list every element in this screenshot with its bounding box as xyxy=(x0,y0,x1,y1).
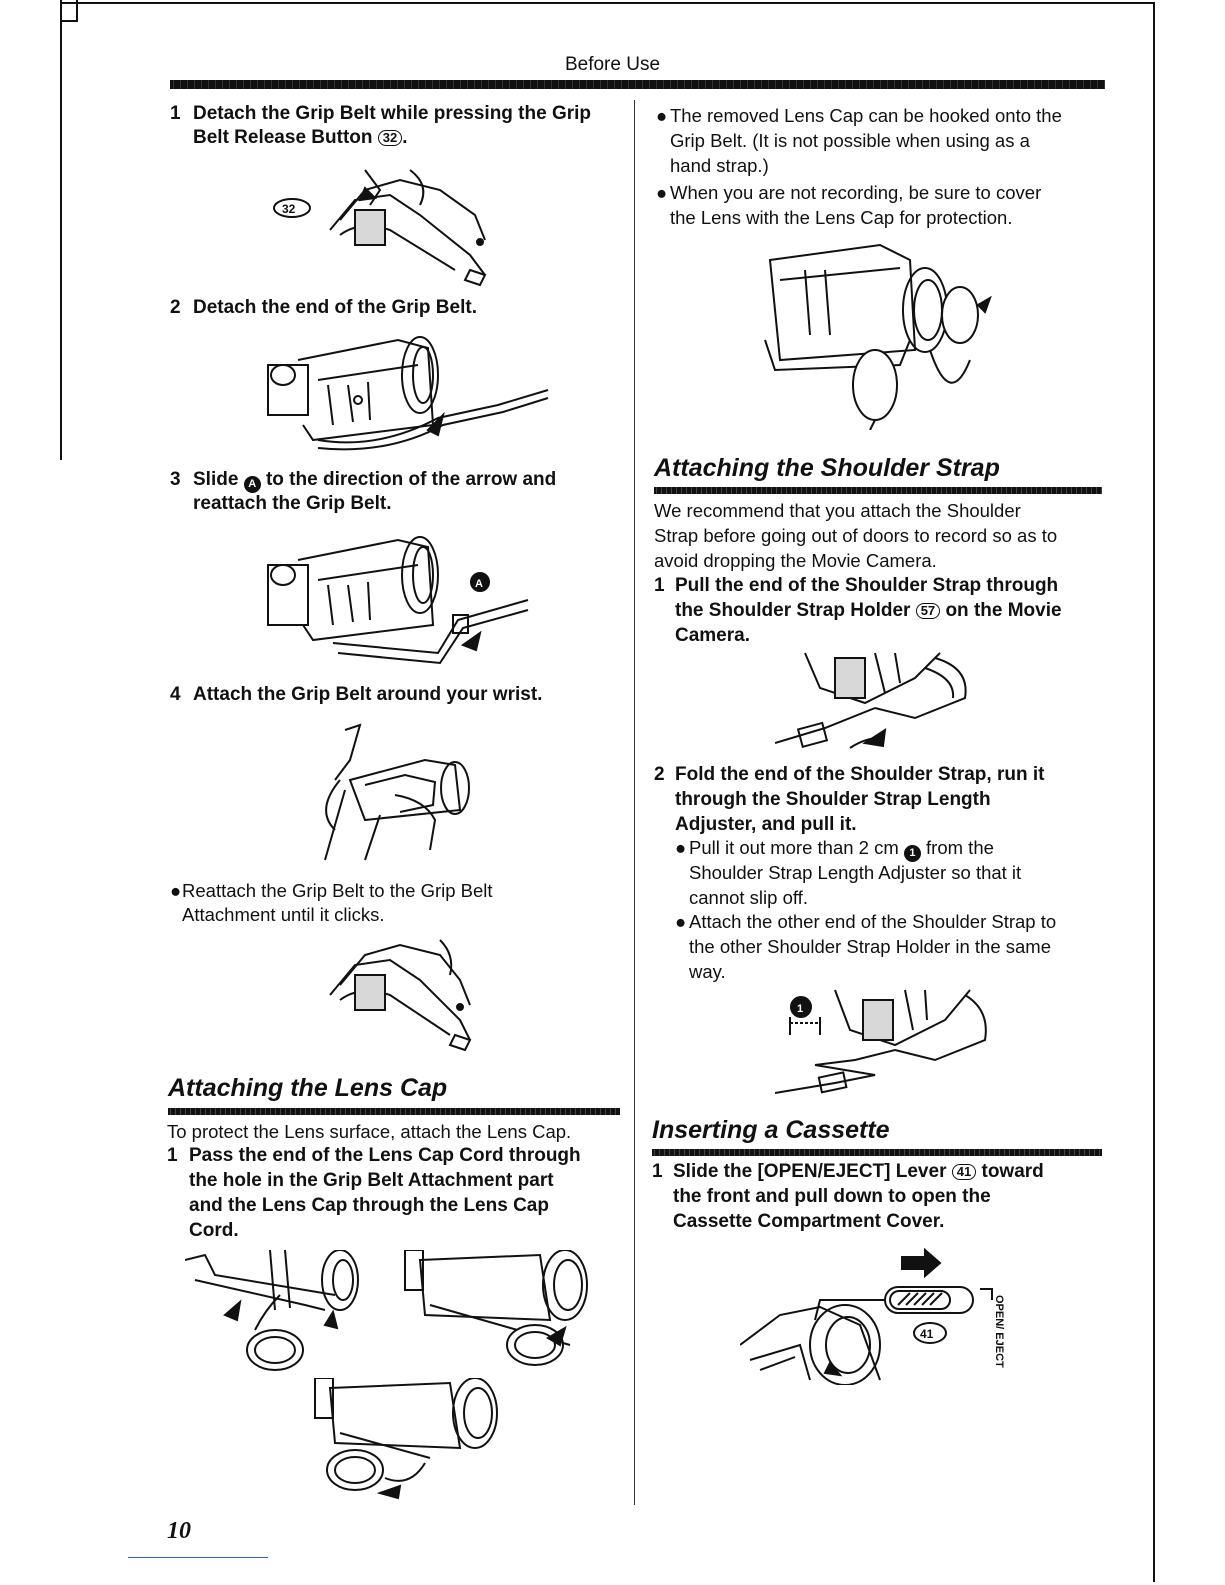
lens-cap-cover-illustration xyxy=(764,243,992,430)
page-right-border xyxy=(1153,2,1155,1582)
running-header: Before Use xyxy=(564,54,661,75)
camera-detach-illustration xyxy=(267,336,549,451)
binding-line xyxy=(60,20,62,460)
ref-badge: 41 xyxy=(951,1164,977,1180)
ref-badge: 57 xyxy=(915,603,941,619)
column-divider xyxy=(634,100,635,1505)
camera-reattach-illustration: A xyxy=(267,536,529,665)
lens-cap-rule xyxy=(168,1108,620,1115)
open-eject-lever-illustration: OPEN/ EJECT 41 xyxy=(740,1247,1005,1385)
lens-cap-illustration-c xyxy=(314,1378,498,1500)
marker-a: A xyxy=(243,476,261,493)
marker-1-fig: 1 xyxy=(797,1003,803,1015)
strap-adjuster-illustration: 1 xyxy=(775,989,987,1094)
lens-cap-illustration-a xyxy=(185,1250,359,1371)
page-top-border xyxy=(60,2,1155,4)
lens-cap-title: Attaching the Lens Cap xyxy=(168,1074,448,1102)
shoulder-strap-title: Attaching the Shoulder Strap xyxy=(654,454,1000,482)
cassette-title: Inserting a Cassette xyxy=(652,1116,890,1144)
cassette-rule xyxy=(652,1149,1102,1156)
wrist-strap-illustration xyxy=(324,723,470,861)
ref-badge-32: 32 xyxy=(282,202,296,216)
shoulder-holder-illustration xyxy=(775,652,967,749)
shoulder-strap-rule xyxy=(654,487,1102,494)
page-number: 10 xyxy=(167,1518,191,1544)
open-eject-label: OPEN/ EJECT xyxy=(993,1295,1005,1368)
lens-cap-intro: To protect the Lens surface, attach the … xyxy=(167,1121,572,1142)
header-rule xyxy=(170,80,1105,89)
grip-clicks-illustration xyxy=(329,939,472,1052)
lens-cap-illustration-b xyxy=(404,1250,588,1366)
ref-badge-41: 41 xyxy=(920,1327,934,1341)
footer-rule xyxy=(128,1557,268,1558)
marker-1: 1 xyxy=(903,845,921,862)
marker-a-fig: A xyxy=(475,578,483,590)
crop-mark-top-left xyxy=(60,0,78,22)
grip-release-illustration: 32 xyxy=(273,169,487,287)
ref-badge: 32 xyxy=(377,130,403,146)
